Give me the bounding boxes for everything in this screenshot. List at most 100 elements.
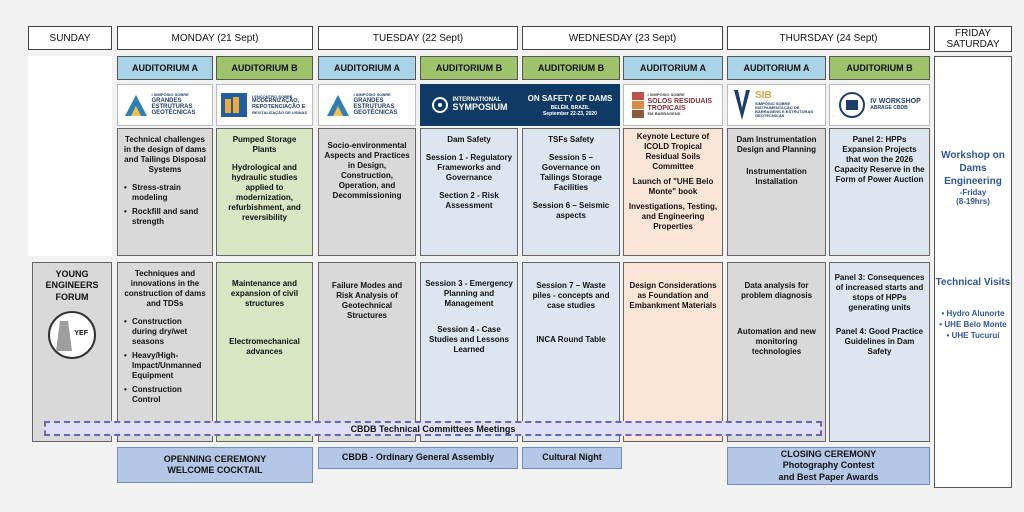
header-saturday-label: SATURDAY (946, 39, 1000, 50)
cultural-night-label: Cultural Night (542, 452, 602, 463)
workshop-day: -Friday (959, 188, 987, 197)
session-wednesday-a-morning: Keynote Lecture of ICOLD Tropical Residu… (623, 128, 723, 256)
committees-meetings-banner: CBDB Technical Committees Meetings (44, 421, 822, 436)
auditorium-b-thursday: AUDITORIUM B (829, 56, 930, 80)
header-sunday-label: SUNDAY (49, 32, 91, 44)
cultural-night: Cultural Night (522, 447, 622, 469)
workshop-hours: (8-19hrs) (956, 197, 990, 206)
solos-residuais-logo: I SIMPÓSIO SOBRE SOLOS RESIDUAIS TROPICA… (623, 84, 723, 126)
session-title: Session 5 – Governance on Tailings Stora… (540, 153, 602, 192)
logo-small-text: SIMPÓSIO SOBRE INSTRUMENTAÇÃO DE BARRAGE… (755, 100, 814, 119)
auditorium-b-wednesday: AUDITORIUM B (522, 56, 620, 80)
logo-small-text: ABRAGE CBDB (870, 105, 908, 112)
triangle-logo-icon (326, 95, 349, 116)
session-topic: Rockfill and sand strength (124, 207, 208, 227)
auditorium-label: AUDITORIUM A (132, 63, 198, 73)
logo-small-text: I SIMPÓSIO SOBRE (151, 92, 189, 98)
session-wednesday-a-afternoon: Design Considerations as Foundation and … (623, 262, 723, 442)
auditorium-label: AUDITORIUM A (743, 63, 810, 73)
auditorium-a-thursday: AUDITORIUM A (727, 56, 826, 80)
logo-big-text: SYMPOSIUM (452, 102, 508, 113)
best-paper-awards-label: and Best Paper Awards (778, 471, 879, 482)
session-title: Session 6 – Seismic aspects (532, 201, 610, 220)
logo-big-text: GRANDES ESTRUTURAS GEOTÉCNICAS (353, 97, 398, 117)
auditorium-b-tuesday: AUDITORIUM B (420, 56, 518, 80)
auditorium-label: AUDITORIUM B (846, 63, 913, 73)
auditorium-label: AUDITORIUM A (334, 63, 400, 73)
session-tuesday-a-morning: Socio-environmental Aspects and Practice… (318, 128, 416, 256)
session-title: TSFs Safety (548, 135, 594, 144)
session-title: Session 1 - Regulatory Frameworks and Go… (425, 153, 513, 182)
session-topic-list: Construction during dry/wet seasons Heav… (122, 317, 208, 405)
logo-date-text: September 22-23, 2020 (543, 110, 597, 117)
session-title: Panel 4: Good Practice Guidelines in Dam… (835, 327, 924, 356)
technical-visits-title: Technical Visits (935, 277, 1011, 288)
logo-big-text: MODERNIZAÇÃO, REPOTENCIAÇÃO E (252, 98, 306, 110)
auditorium-label: AUDITORIUM B (435, 63, 503, 73)
logo-big-text: SOLOS RESIDUAIS TROPICAIS (647, 97, 713, 112)
logo-tail-text: REVITALIZAÇÃO DE USINAS (252, 109, 308, 115)
friday-saturday-column: Workshop on Dams Engineering -Friday (8-… (934, 56, 1012, 488)
session-topic: Construction during dry/wet seasons (124, 317, 208, 347)
session-title: Session 4 - Case Studies and Lessons Lea… (428, 325, 510, 354)
session-title: Technical challenges in the design of da… (123, 135, 207, 174)
iv-workshop-logo: IV WORKSHOP ABRAGE CBDB (829, 84, 930, 126)
sunday-empty-slot (28, 56, 112, 256)
logo-small-text: INTERNATIONAL (452, 97, 502, 104)
auditorium-a-monday: AUDITORIUM A (117, 56, 213, 80)
encontro-modernizacao-logo: I ENCONTRO SOBRE MODERNIZAÇÃO, REPOTENCI… (216, 84, 313, 126)
session-tuesday-b-morning: Dam Safety Session 1 - Regulatory Framew… (420, 128, 518, 256)
header-monday: MONDAY (21 Sept) (117, 26, 313, 50)
yef-logo: YEF (48, 310, 96, 359)
session-topic-list: Stress-strain modeling Rockfill and sand… (122, 183, 208, 227)
header-monday-label: MONDAY (21 Sept) (171, 32, 259, 44)
session-title: Techniques and innovations in the constr… (124, 269, 206, 308)
session-thursday-a-afternoon: Data analysis for problem diagnosis Auto… (727, 262, 826, 442)
auditorium-label: AUDITORIUM B (231, 63, 298, 73)
session-title: Design Considerations as Foundation and … (629, 281, 717, 310)
session-title: Instrumentation Installation (746, 167, 807, 186)
soil-layers-icon (631, 92, 644, 118)
session-title: Section 2 - Risk Assessment (439, 191, 499, 210)
general-assembly-label: CBDB - Ordinary General Assembly (341, 452, 495, 463)
session-title: Panel 3: Consequences of increased start… (834, 273, 925, 312)
logo-big-text: IV WORKSHOP (870, 98, 921, 106)
logo-small-text: I SIMPÓSIO SOBRE (647, 92, 685, 98)
closing-ceremony-label: CLOSING CEREMONY (780, 449, 877, 460)
session-title: Dam Instrumentation Design and Planning (736, 135, 817, 154)
logo-big-text: SIB (755, 90, 772, 102)
session-wednesday-b-afternoon: Session 7 – Waste piles - concepts and c… (522, 262, 620, 442)
auditorium-a-tuesday: AUDITORIUM A (318, 56, 416, 80)
session-title: Automation and new monitoring technologi… (737, 327, 816, 356)
young-engineers-forum: YOUNG ENGINEERS FORUM YEF (32, 262, 112, 442)
session-thursday-a-morning: Dam Instrumentation Design and Planning … (727, 128, 826, 256)
visit-label: Hydro Alunorte (946, 309, 1005, 318)
yef-text: YEF (74, 329, 88, 337)
session-topic: Construction Control (124, 385, 208, 405)
session-title: Keynote Lecture of ICOLD Tropical Residu… (636, 132, 710, 171)
session-monday-a-afternoon: Techniques and innovations in the constr… (117, 262, 213, 442)
session-topic: Stress-strain modeling (124, 183, 208, 203)
session-title: Launch of "UHE Belo Monte" book (632, 177, 714, 196)
session-title: Dam Safety (447, 135, 491, 144)
session-tuesday-b-afternoon: Session 3 - Emergency Planning and Manag… (420, 262, 518, 442)
auditorium-a-wednesday: AUDITORIUM A (623, 56, 723, 80)
header-tuesday-label: TUESDAY (22 Sept) (372, 32, 464, 44)
session-thursday-b-afternoon: Panel 3: Consequences of increased start… (829, 262, 930, 442)
session-monday-a-morning: Technical challenges in the design of da… (117, 128, 213, 256)
session-title: Maintenance and expansion of civil struc… (230, 279, 299, 308)
session-title: YOUNG ENGINEERS FORUM (45, 269, 99, 302)
swirl-logo-icon (432, 97, 449, 113)
photography-contest-label: Photography Contest (782, 460, 875, 471)
visit-label: UHE Tucuruí (951, 330, 1000, 340)
workshop-title: Workshop on Dams Engineering (941, 150, 1005, 187)
session-topic: Heavy/High-Impact/Unmanned Equipment (124, 351, 208, 381)
auditorium-b-monday: AUDITORIUM B (216, 56, 313, 80)
session-title: Investigations, Testing, and Engineering… (628, 202, 718, 231)
session-thursday-b-morning: Panel 2: HPPs Expansion Projects that wo… (829, 128, 930, 256)
header-tuesday: TUESDAY (22 Sept) (318, 26, 518, 50)
auditorium-label: AUDITORIUM B (537, 63, 605, 73)
visit-label: UHE Belo Monte (944, 319, 1007, 329)
logo-small-text: I SIMPÓSIO SOBRE (353, 92, 391, 98)
safety-of-dams-logo: ON SAFETY OF DAMS BELÉM, BRAZIL Septembe… (520, 84, 620, 126)
